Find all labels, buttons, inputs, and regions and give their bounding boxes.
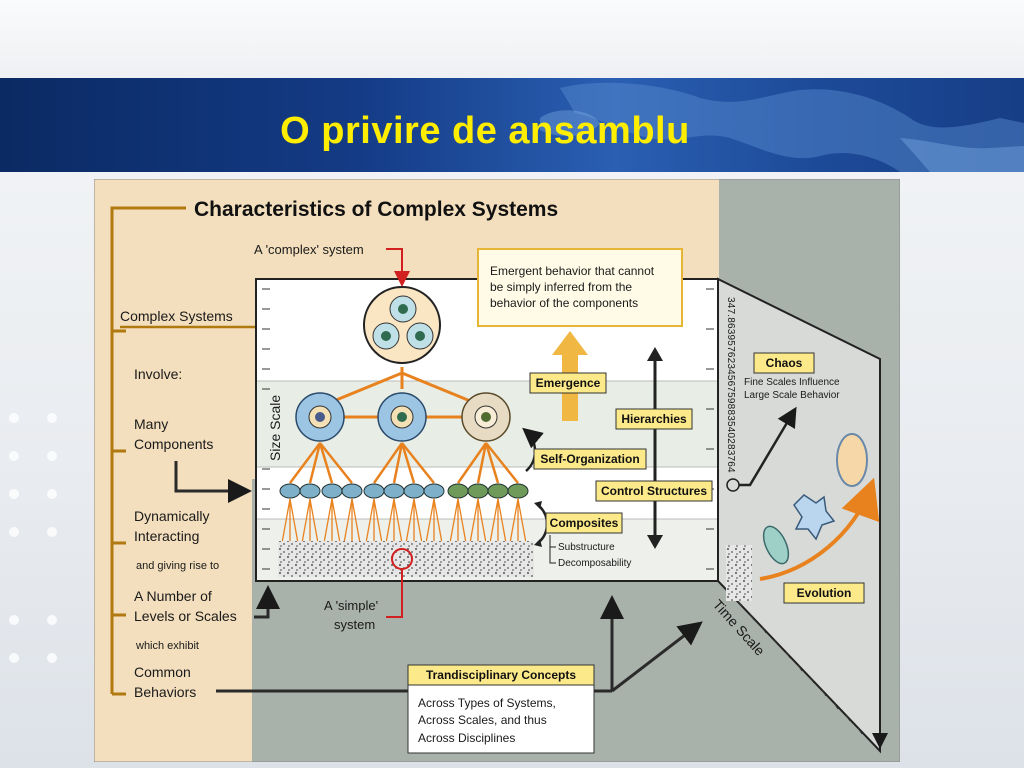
left-bracket	[110, 206, 186, 694]
sub-components	[279, 483, 529, 499]
chaos-label: Chaos	[766, 356, 803, 370]
hierarchies-label: Hierarchies	[621, 412, 687, 426]
label-complex-system: A 'complex' system	[254, 242, 364, 257]
label-simple-1: A 'simple'	[324, 598, 378, 613]
chaos-arrow	[739, 406, 797, 487]
emergent-line-2: be simply inferred from the	[490, 280, 632, 294]
time-ruler	[725, 588, 863, 735]
time-panel	[717, 277, 881, 754]
label-common: Common	[134, 664, 191, 680]
tag-composites	[545, 512, 623, 534]
label-interacting: Interacting	[134, 528, 199, 544]
arrow-components	[174, 461, 252, 503]
self-organization-label: Self-Organization	[540, 452, 639, 466]
evolution-label: Evolution	[797, 586, 852, 600]
evolution-shape-seed	[762, 525, 790, 565]
tag-self-organization	[533, 448, 647, 470]
chaos-line-2: Large Scale Behavior	[744, 390, 840, 401]
tag-chaos	[753, 352, 815, 374]
label-many: Many	[134, 416, 168, 432]
label-complex-systems: Complex Systems	[120, 308, 233, 324]
trans-line-1: Across Types of Systems,	[418, 696, 556, 710]
chaos-digits: 347.863957623456759883540283764	[725, 297, 736, 473]
label-which-exhibit: which exhibit	[135, 640, 199, 652]
complex-system-node	[363, 286, 441, 364]
composites-label: Composites	[550, 516, 619, 530]
diagram-title: Characteristics of Complex Systems	[194, 198, 558, 221]
evolution-shape-oval	[836, 433, 868, 487]
slide-title: O privire de ansamblu	[280, 110, 690, 152]
label-giving-rise: and giving rise to	[136, 560, 219, 572]
substrate-gravel	[278, 541, 534, 577]
emergent-behavior-box	[477, 248, 683, 327]
label-involve: Involve:	[134, 366, 182, 382]
component-right	[461, 392, 511, 442]
transdisciplinary-title: Trandisciplinary Concepts	[426, 668, 576, 682]
complex-systems-diagram: Characteristics of Complex Systems Compl…	[94, 179, 900, 762]
label-simple-2: system	[334, 617, 375, 632]
chaos-line-1: Fine Scales Influence	[744, 377, 840, 388]
label-behaviors: Behaviors	[134, 684, 196, 700]
tag-hierarchies	[615, 408, 693, 430]
top-bar	[0, 0, 1024, 78]
arrow-levels	[254, 585, 280, 619]
tag-evolution	[783, 582, 865, 604]
label-components: Components	[134, 436, 213, 452]
composite-fans	[281, 498, 527, 544]
size-ruler-right	[706, 288, 714, 570]
trans-line-2: Across Scales, and thus	[418, 713, 547, 727]
component-center	[377, 392, 427, 442]
emergent-line-3: behavior of the components	[490, 296, 638, 310]
world-map-decoration	[540, 82, 1024, 172]
title-banner	[0, 78, 1024, 172]
trans-line-3: Across Disciplines	[418, 731, 515, 745]
label-dynamically: Dynamically	[134, 508, 209, 524]
control-structures-label: Control Structures	[601, 484, 707, 498]
dot-pattern-decoration	[9, 413, 57, 663]
time-gravel	[726, 545, 752, 601]
component-left	[295, 392, 345, 442]
tag-emergence	[529, 372, 607, 394]
emergent-line-1: Emergent behavior that cannot	[490, 264, 655, 278]
size-ruler-left	[262, 288, 270, 570]
substructure-label: Substructure	[558, 542, 615, 553]
label-levels-or-scales: Levels or Scales	[134, 608, 237, 624]
evolution-arrow	[759, 477, 880, 581]
emergence-label: Emergence	[536, 376, 601, 390]
evolution-shape-blob	[793, 494, 836, 541]
label-a-number-of: A Number of	[134, 588, 212, 604]
hierarchy-links-middle	[289, 442, 519, 484]
decomposability-label: Decomposability	[558, 558, 631, 569]
tag-control-structures	[595, 480, 713, 502]
size-scale-label: Size Scale	[267, 395, 283, 461]
